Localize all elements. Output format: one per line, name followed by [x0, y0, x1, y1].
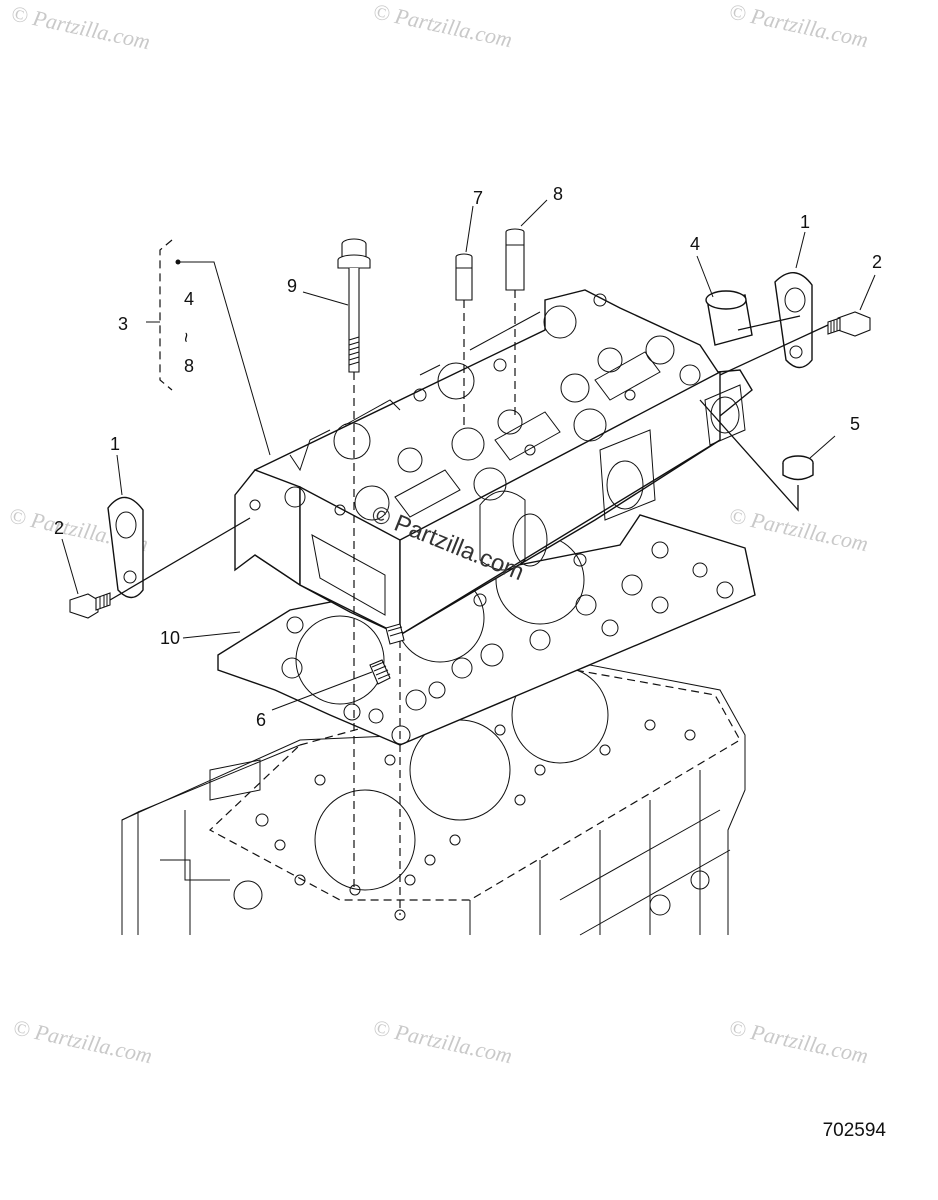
watermark-top-center: © Partzilla.com — [371, 0, 514, 52]
callout-3-range-top: 4 — [184, 289, 194, 309]
callout-9: 9 — [287, 276, 297, 296]
callout-3-range-sep: ~ — [176, 332, 196, 343]
diagram-part-number: 702594 — [822, 1120, 886, 1141]
callout-5: 5 — [850, 414, 860, 434]
watermark-bottom-left: © Partzilla.com — [11, 1014, 154, 1068]
callout-2-right: 2 — [872, 252, 882, 272]
watermark-bottom-right: © Partzilla.com — [727, 1014, 870, 1068]
lifting-bracket-left-item-1 — [107, 496, 144, 599]
plug-item-4 — [705, 290, 753, 346]
callout-8: 8 — [553, 184, 563, 204]
callout-labels: 1 2 3 4 ~ 8 4 5 1 2 6 7 8 9 10 — [54, 184, 882, 730]
callout-10: 10 — [160, 628, 180, 648]
callout-1-right: 1 — [800, 212, 810, 232]
callout-dot — [175, 259, 181, 265]
valve-guide-item-8 — [505, 228, 525, 291]
lifting-bracket-right-item-1 — [774, 272, 813, 369]
watermark-mid-right: © Partzilla.com — [727, 502, 870, 556]
watermark-bottom-center: © Partzilla.com — [371, 1014, 514, 1068]
callout-4: 4 — [690, 234, 700, 254]
engine-block — [121, 664, 746, 936]
leader-lines — [61, 199, 876, 711]
gasket-holes — [281, 541, 734, 745]
callout-2-left: 2 — [54, 518, 64, 538]
cylinder-head — [234, 289, 753, 637]
callout-6: 6 — [256, 710, 266, 730]
callout-1-left: 1 — [110, 434, 120, 454]
head-bolt-item-9 — [337, 238, 371, 373]
bolt-left-item-2 — [69, 592, 111, 619]
bolt-right-item-2 — [827, 311, 871, 337]
callout-7: 7 — [473, 188, 483, 208]
valve-guide-item-7 — [455, 253, 473, 301]
callout-3-bracket — [146, 239, 173, 391]
watermark-top-right: © Partzilla.com — [727, 0, 870, 52]
callout-3-range-bottom: 8 — [184, 356, 194, 376]
watermark-top-left: © Partzilla.com — [9, 0, 152, 54]
stud-item-6 — [369, 623, 405, 685]
alignment-lines — [353, 290, 516, 915]
callout-3: 3 — [118, 314, 128, 334]
cap-item-5 — [782, 455, 814, 481]
